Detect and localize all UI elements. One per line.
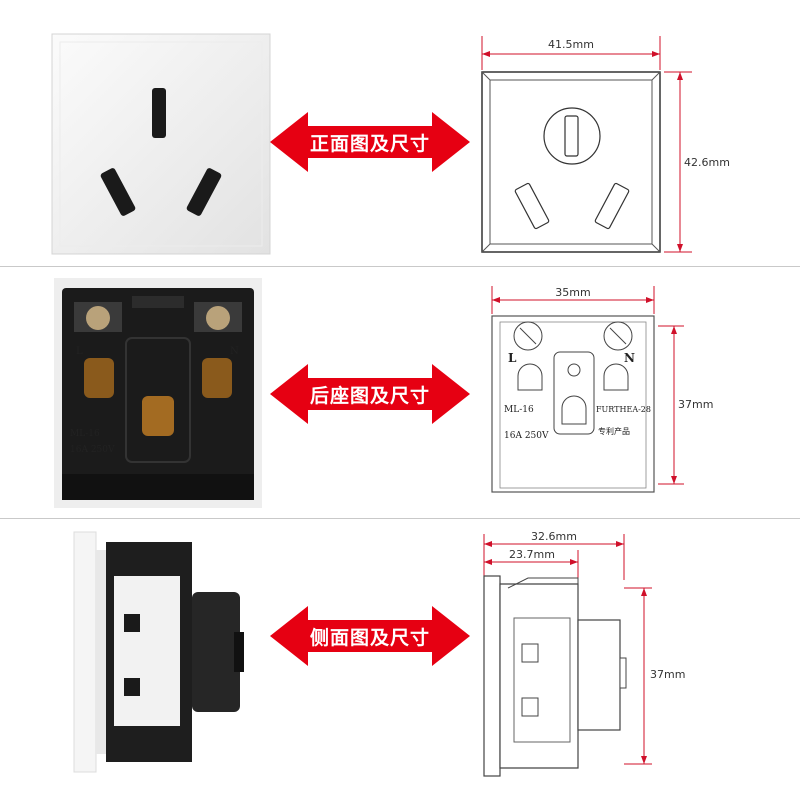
back-photo-live: L <box>76 346 83 357</box>
side-drawing: 32.6mm 23.7mm 37mm <box>483 530 685 777</box>
arrow-front: 正面图及尺寸 <box>270 112 470 172</box>
arrow-side-label: 侧面图及尺寸 <box>309 626 430 649</box>
back-width-label: 35mm <box>555 286 590 299</box>
double-arrow-icon <box>270 112 470 172</box>
back-drawing-model: ML-16 <box>504 405 534 415</box>
front-photo <box>51 33 271 255</box>
front-height-label: 42.6mm <box>684 156 730 169</box>
side-photo <box>73 531 244 773</box>
back-photo-model: ML-16 <box>70 429 100 439</box>
back-drawing-neutral: N <box>624 351 635 365</box>
divider-2 <box>0 518 800 519</box>
back-drawing-live: L <box>508 351 517 365</box>
side-inner-width-label: 23.7mm <box>509 548 555 561</box>
row-back: ML-16 16A 250V L N 后座图及尺寸 35mm L N M <box>0 266 800 518</box>
divider-1 <box>0 266 800 267</box>
double-arrow-icon <box>270 606 470 666</box>
arrow-back-label: 后座图及尺寸 <box>309 384 430 407</box>
row-side: 侧面图及尺寸 32.6mm 23.7mm 37mm <box>0 518 800 800</box>
side-outer-width-label: 32.6mm <box>531 530 577 543</box>
row-front: 正面图及尺寸 41.5mm 42.6mm <box>0 0 800 262</box>
back-drawing-brand: FURTHEA-28 <box>596 405 651 414</box>
back-height-label: 37mm <box>678 398 713 411</box>
side-height-label: 37mm <box>650 668 685 681</box>
front-width-label: 41.5mm <box>548 38 594 51</box>
back-photo: ML-16 16A 250V L N <box>54 278 262 508</box>
back-photo-neutral: N <box>230 346 239 357</box>
back-photo-rating: 16A 250V <box>70 445 115 455</box>
back-drawing-rating: 16A 250V <box>504 431 549 441</box>
back-drawing-patent: 专利产品 <box>598 426 630 436</box>
front-drawing: 41.5mm 42.6mm <box>481 36 730 253</box>
back-drawing: 35mm L N ML-16 16A 250V FURTHEA-28 专利产品 … <box>491 286 713 493</box>
double-arrow-icon <box>270 364 470 424</box>
arrow-back: 后座图及尺寸 <box>270 364 470 424</box>
arrow-front-label: 正面图及尺寸 <box>309 132 430 155</box>
arrow-side: 侧面图及尺寸 <box>270 606 470 666</box>
